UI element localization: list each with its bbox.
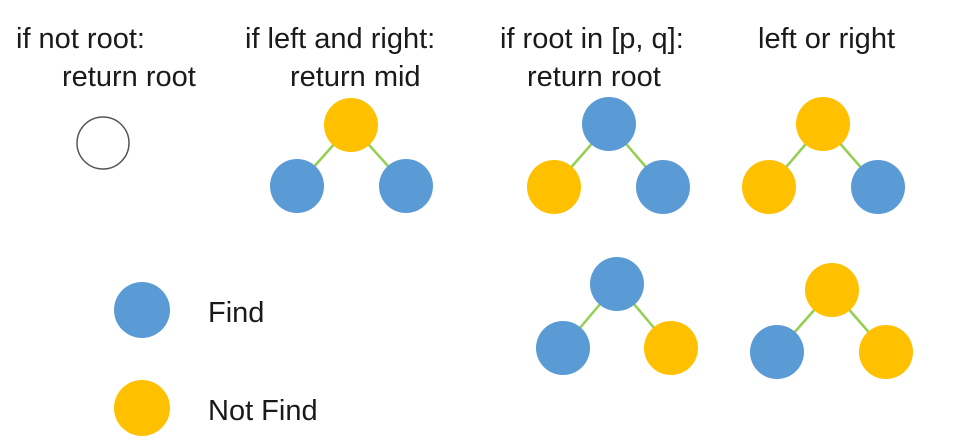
tree-node-right-find: [636, 160, 690, 214]
tree-node-left-not-find: [742, 160, 796, 214]
tree-node-left-find: [270, 159, 324, 213]
case-4-line-1: left or right: [758, 23, 895, 55]
tree-node-root-not-find: [805, 263, 859, 317]
legend-find-swatch: [114, 282, 170, 338]
legend-swatches: [114, 282, 170, 436]
tree-node-right-find: [851, 160, 905, 214]
tree-node-right-not-find: [859, 325, 913, 379]
case-1-line-1: if not root:: [16, 23, 145, 55]
tree-node-root-find: [590, 257, 644, 311]
case-3-line-1: if root in [p, q]:: [500, 23, 684, 55]
legend-find-label: Find: [208, 297, 265, 329]
tree-node-root-not-find: [324, 98, 378, 152]
tree-node-root-not-find: [796, 97, 850, 151]
case-2-line-2: return mid: [290, 61, 421, 93]
tree-node-right-find: [379, 159, 433, 213]
tree-case2: [270, 98, 433, 213]
tree-case3b: [536, 257, 698, 375]
tree-node-root-find: [582, 97, 636, 151]
tree-node-left-not-find: [527, 160, 581, 214]
tree-node-left-find: [536, 321, 590, 375]
tree-node-right-not-find: [644, 321, 698, 375]
empty-node-circle: [76, 116, 130, 170]
tree-case4b: [750, 263, 913, 379]
case-3-line-2: return root: [527, 61, 661, 93]
tree-group: [270, 97, 913, 379]
legend-not-find-label: Not Find: [208, 395, 318, 427]
empty-node: [76, 116, 130, 170]
legend-not-find-swatch: [114, 380, 170, 436]
tree-case4a: [742, 97, 905, 214]
tree-case3a: [527, 97, 690, 214]
tree-node-left-find: [750, 325, 804, 379]
case-1-line-2: return root: [62, 61, 196, 93]
case-2-line-1: if left and right:: [245, 23, 436, 55]
